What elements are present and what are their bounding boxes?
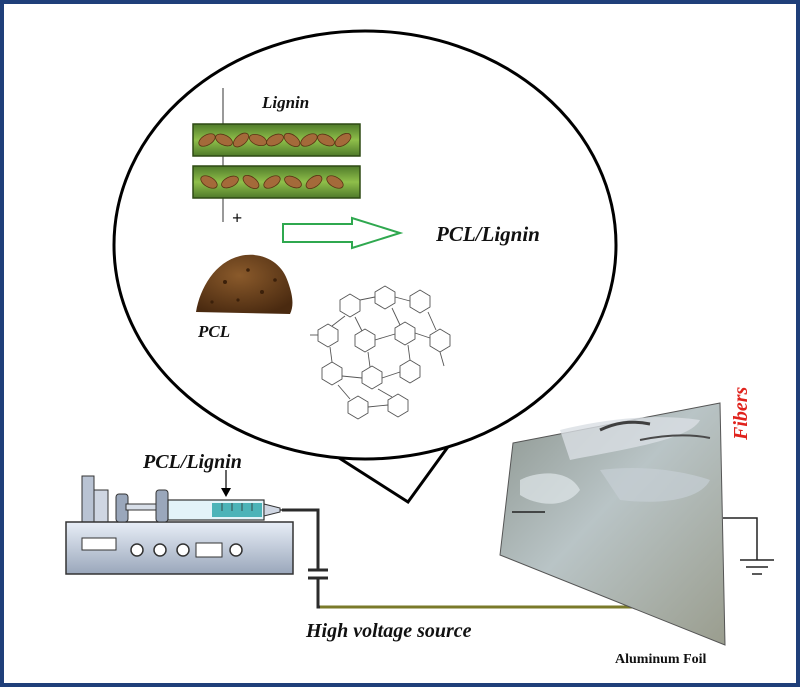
plus-sign: + [232,208,243,228]
syringe-content-label: PCL/Lignin [143,451,242,473]
ground-icon [723,517,774,575]
lignin-fiber-icon [192,88,361,222]
pcl-powder-icon [196,254,293,314]
syringe-pump-icon [65,470,318,575]
process-arrow-icon [282,216,404,250]
high-voltage-label: High voltage source [306,620,472,642]
molecular-structure-icon [310,285,451,420]
fibers-label: Fibers [730,386,752,440]
pcl-lignin-product-label: PCL/Lignin [436,222,540,246]
aluminum-foil [499,402,726,646]
aluminum-foil-label: Aluminum Foil [615,652,707,667]
lignin-label: Lignin [262,93,310,112]
pcl-label: PCL [198,322,231,341]
